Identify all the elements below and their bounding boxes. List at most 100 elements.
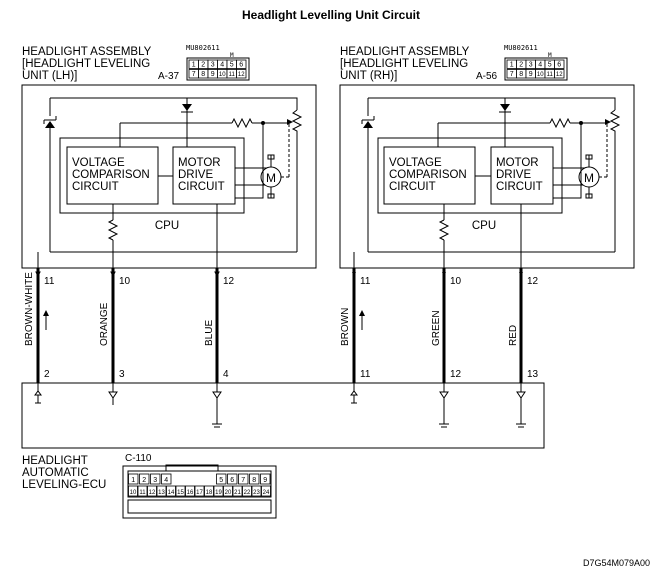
ecu-pin-2: 3 xyxy=(119,369,125,380)
headlight-leveling-unit-lh: HEADLIGHT ASSEMBLY [HEADLIGHT LEVELING U… xyxy=(21,44,317,383)
connector-pin: 5 xyxy=(544,59,555,69)
ecu-pin-2: 12 xyxy=(450,369,462,380)
connector-pin: 17 xyxy=(194,485,205,497)
svg-text:8: 8 xyxy=(252,477,256,484)
svg-text:8: 8 xyxy=(519,71,523,78)
connector-pin: 7 xyxy=(238,473,249,485)
connector-pin: 7 xyxy=(188,69,199,79)
svg-text:2: 2 xyxy=(142,477,146,484)
connector-pin: 6 xyxy=(236,59,247,69)
svg-text:10: 10 xyxy=(537,72,544,78)
svg-text:1: 1 xyxy=(131,477,135,484)
motor-circuit-label-2: DRIVE xyxy=(178,169,213,181)
connector-pin: 15 xyxy=(175,485,186,497)
connector-pin: 7 xyxy=(506,69,517,79)
connector-pin: 18 xyxy=(204,485,214,497)
variable-resistor-icon xyxy=(291,109,303,252)
svg-text:10: 10 xyxy=(130,490,137,496)
unit-label-line-1: HEADLIGHT ASSEMBLY xyxy=(340,46,470,58)
connector-pin: 20 xyxy=(223,485,233,497)
connector-pin: 3 xyxy=(150,473,161,485)
ecu-pin-1: 2 xyxy=(44,369,50,380)
connector-pin: 9 xyxy=(525,69,536,79)
cpu-block xyxy=(377,137,563,214)
diagram-title: Headlight Levelling Unit Circuit xyxy=(242,8,420,22)
unit-label-line-3: UNIT (LH)] xyxy=(22,70,77,82)
ecu-label-line-2: AUTOMATIC xyxy=(22,467,89,479)
svg-text:12: 12 xyxy=(556,72,563,78)
svg-text:7: 7 xyxy=(241,477,245,484)
svg-text:9: 9 xyxy=(263,477,267,484)
ecu-pin-1: 11 xyxy=(360,369,371,380)
connector-part-number: MU802611 xyxy=(186,44,220,52)
ecu-connector-id: C-110 xyxy=(125,453,152,464)
connector-pin: 24 xyxy=(261,485,271,497)
voltage-circuit-label-1: VOLTAGE xyxy=(72,157,125,169)
svg-text:6: 6 xyxy=(239,62,243,69)
connector-color-code: M xyxy=(548,52,552,59)
svg-text:11: 11 xyxy=(139,490,146,496)
connector-pin: 1 xyxy=(128,473,139,485)
diode-icon xyxy=(182,104,192,111)
motor-circuit-label-1: MOTOR xyxy=(178,157,221,169)
resistor-icon xyxy=(231,117,253,129)
cpu-label: CPU xyxy=(472,220,496,232)
connector-pin: 2 xyxy=(139,473,150,485)
svg-text:5: 5 xyxy=(219,477,223,484)
unit-label-line-3: UNIT (RH)] xyxy=(340,70,397,82)
svg-text:5: 5 xyxy=(230,62,234,69)
connector-pin: 11 xyxy=(137,485,148,497)
motor-icon: M xyxy=(578,166,600,188)
figure-code: D7G54M079A00 xyxy=(583,558,650,568)
unit-housing xyxy=(21,84,317,269)
wire-color-label: RED xyxy=(508,325,519,346)
svg-text:6: 6 xyxy=(230,477,234,484)
ecu-pin-3: 13 xyxy=(527,369,539,380)
svg-text:10: 10 xyxy=(219,72,226,78)
connector-pin: 4 xyxy=(161,473,172,485)
voltage-circuit-label-1: VOLTAGE xyxy=(389,157,442,169)
motor-circuit-label-2: DRIVE xyxy=(496,169,531,181)
svg-text:12: 12 xyxy=(238,72,245,78)
svg-text:1: 1 xyxy=(510,62,514,69)
svg-text:6: 6 xyxy=(557,62,561,69)
resistor-icon xyxy=(107,219,119,241)
connector-pin: 13 xyxy=(156,485,167,497)
signal-direction-arrow-icon xyxy=(43,310,49,330)
zener-diode-icon xyxy=(361,98,375,124)
cpu-block xyxy=(59,137,245,214)
connector-pin: 14 xyxy=(166,485,176,497)
connector-pin: 10 xyxy=(128,485,138,497)
connector-pin: 1 xyxy=(188,59,199,69)
svg-text:7: 7 xyxy=(192,71,196,78)
zener-diode-icon xyxy=(43,98,57,124)
svg-text:22: 22 xyxy=(244,490,251,496)
connector-pin: 8 xyxy=(198,69,209,79)
connector-pin: 10 xyxy=(217,69,228,79)
ecu-label-line-3: LEVELING-ECU xyxy=(22,479,106,491)
connector-pin: 12 xyxy=(554,69,565,79)
connector-pin: 1 xyxy=(506,59,517,69)
svg-text:11: 11 xyxy=(229,72,236,78)
svg-text:11: 11 xyxy=(547,72,554,78)
svg-text:16: 16 xyxy=(187,490,194,496)
wire-color-label: ORANGE xyxy=(99,302,110,346)
headlight-leveling-unit-rh: HEADLIGHT ASSEMBLY [HEADLIGHT LEVELING U… xyxy=(339,44,635,383)
voltage-circuit-label-3: CIRCUIT xyxy=(72,181,119,193)
voltage-circuit-label-2: COMPARISON xyxy=(389,169,467,181)
svg-text:2: 2 xyxy=(201,62,205,69)
svg-text:13: 13 xyxy=(158,490,165,496)
cpu-label: CPU xyxy=(155,220,179,232)
svg-text:12: 12 xyxy=(149,490,156,496)
motor-circuit-label-3: CIRCUIT xyxy=(496,181,543,193)
unit-label-line-1: HEADLIGHT ASSEMBLY xyxy=(22,46,152,58)
connector-pin: 12 xyxy=(236,69,247,79)
connector-color-code: M xyxy=(230,52,234,59)
svg-text:7: 7 xyxy=(510,71,514,78)
connector-pin: 6 xyxy=(227,473,238,485)
svg-text:3: 3 xyxy=(153,477,157,484)
unit-pin-3: 12 xyxy=(223,276,235,287)
